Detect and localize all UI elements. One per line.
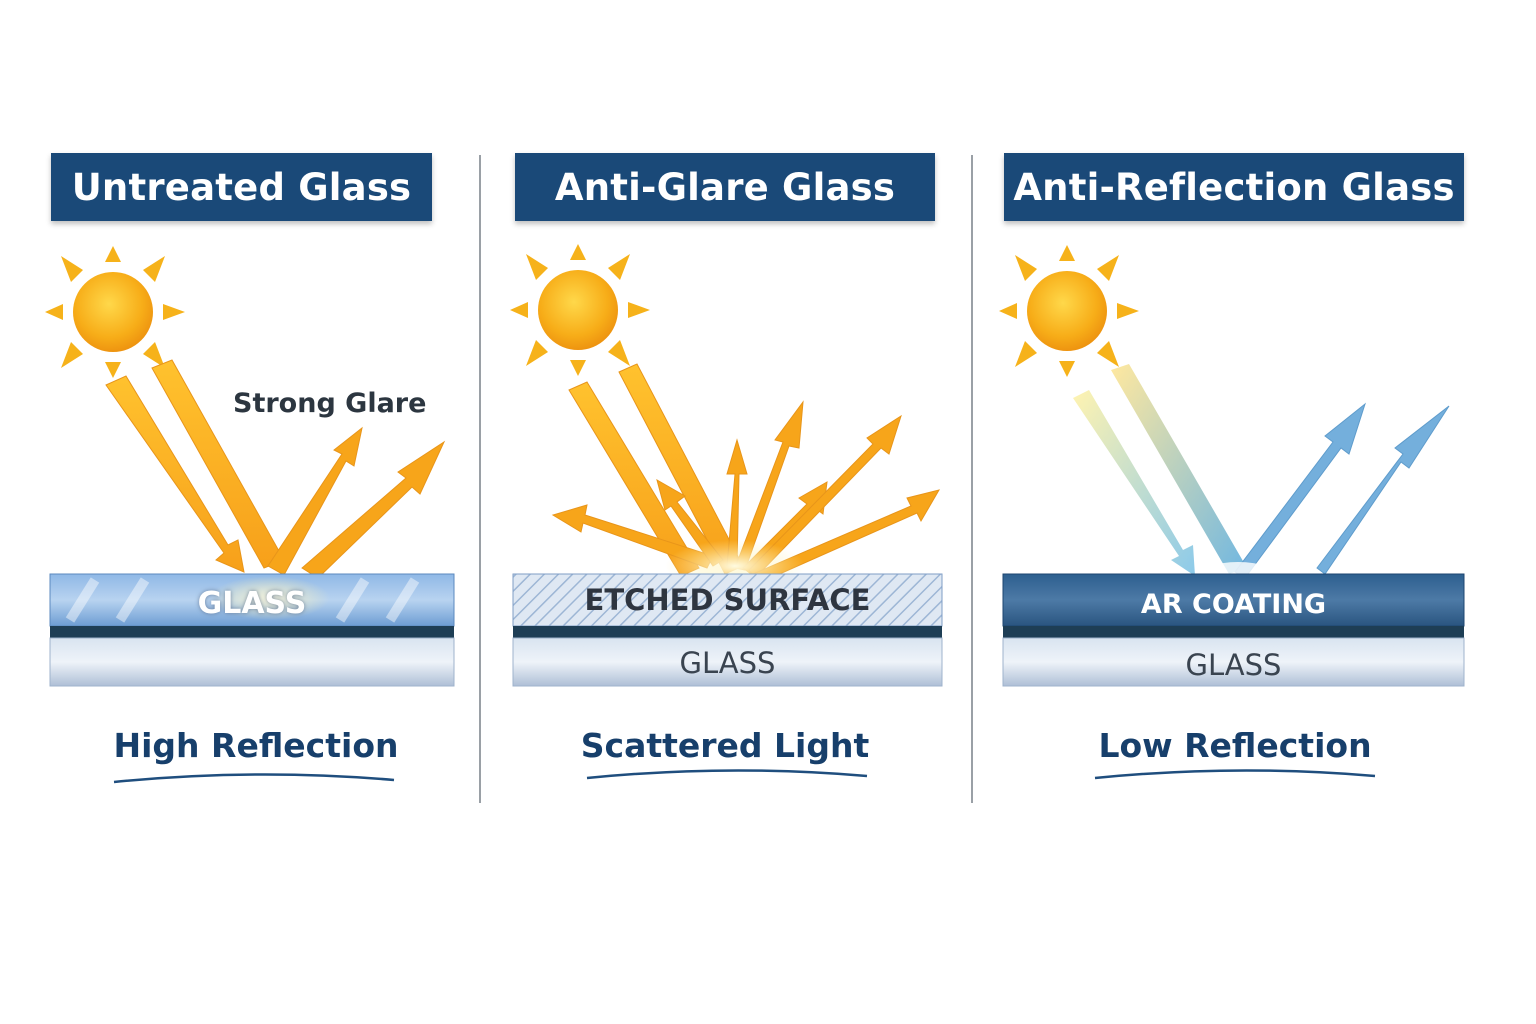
panel-caption: Low Reflection xyxy=(1098,725,1372,765)
incoming-ray-arrow xyxy=(1073,364,1247,576)
panel-title: Anti-Reflection Glass xyxy=(1004,153,1464,221)
glass-layer-label: GLASS xyxy=(197,585,307,621)
ar-glass-layers xyxy=(1002,573,1465,687)
reflected-ray-arrow xyxy=(267,426,446,579)
sun-icon xyxy=(45,246,185,378)
anti-glare-illustration xyxy=(510,244,943,687)
panel-caption: Scattered Light xyxy=(580,725,870,765)
strong-glare-label: Strong Glare xyxy=(233,388,427,419)
etched-surface-label: ETCHED SURFACE xyxy=(584,583,871,617)
incoming-ray-arrow xyxy=(105,359,285,573)
untreated-glass-layer xyxy=(49,573,455,687)
caption-underline xyxy=(586,769,868,780)
glass-layer-label: GLASS xyxy=(679,646,776,680)
panel-divider xyxy=(479,155,481,803)
etched-glass-layers xyxy=(512,573,943,687)
anti-reflection-illustration xyxy=(999,245,1465,687)
panel-anti-glare-glass: Anti-Glare Glass ETCHED SURFACE GLASS Sc… xyxy=(481,0,971,1024)
panel-untreated-glass: Untreated Glass Strong Glare GLASS High … xyxy=(0,0,480,1024)
sun-icon xyxy=(510,244,650,376)
panel-caption: High Reflection xyxy=(113,725,399,765)
panel-title: Untreated Glass xyxy=(51,153,432,221)
ar-coating-label: AR COATING xyxy=(1140,588,1327,620)
caption-underline xyxy=(1094,769,1376,780)
untreated-illustration xyxy=(45,246,455,687)
caption-underline xyxy=(113,773,395,784)
panel-anti-reflection-glass: Anti-Reflection Glass AR COATING GLASS L… xyxy=(973,0,1536,1024)
glass-layer-label: GLASS xyxy=(1185,648,1282,682)
incoming-ray-arrow xyxy=(568,363,744,577)
reflected-ray-arrow xyxy=(1234,402,1450,579)
panel-divider xyxy=(971,155,973,803)
sun-icon xyxy=(999,245,1139,377)
panel-title: Anti-Glare Glass xyxy=(515,153,935,221)
